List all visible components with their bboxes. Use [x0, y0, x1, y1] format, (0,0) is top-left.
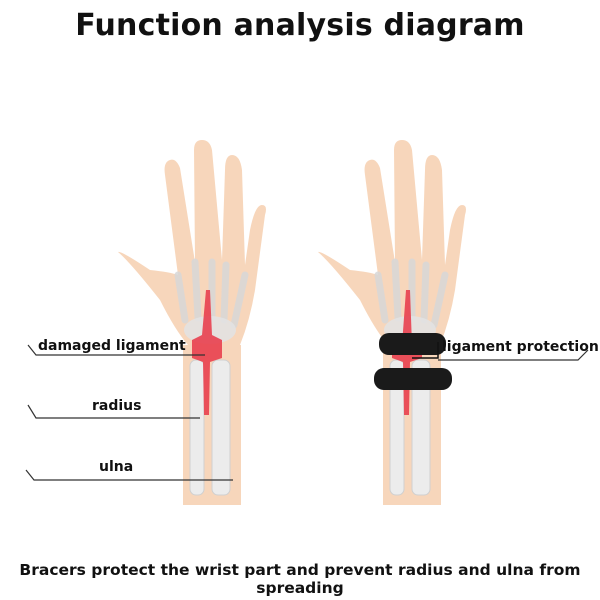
upper-bracer-strap [379, 333, 446, 355]
damaged-ligament-shape [192, 290, 222, 415]
label-damaged-ligament: damaged ligament [38, 338, 186, 354]
label-radius: radius [92, 398, 142, 414]
diagram-title: Function analysis diagram [75, 8, 525, 43]
label-ulna: ulna [99, 459, 134, 475]
label-ligament-protection: ligament protection [442, 339, 599, 355]
diagram-caption: Bracers protect the wrist part and preve… [19, 561, 581, 597]
lower-bracer-strap [374, 368, 452, 390]
palm-shape [118, 140, 266, 345]
left-hand-illustration [25, 140, 266, 505]
right-hand-illustration [318, 140, 589, 505]
